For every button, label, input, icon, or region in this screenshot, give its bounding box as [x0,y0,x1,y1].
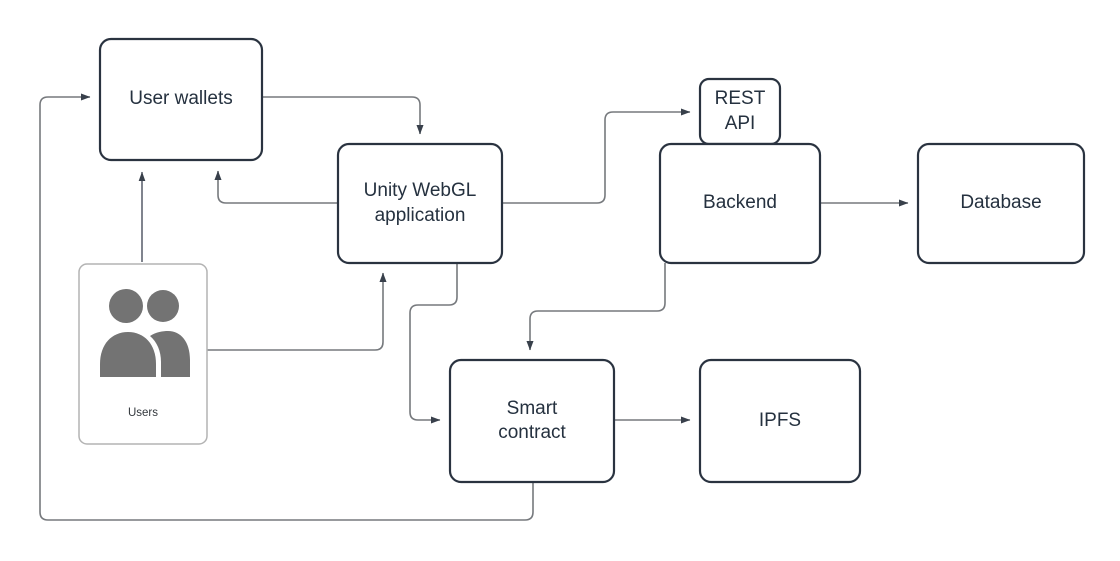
edge-smart-contract-to-user-wallets [39,93,534,521]
node-rest-api[interactable] [698,77,782,146]
users-group-icon [100,289,190,377]
node-backend[interactable] [658,142,822,265]
edge-unity-to-rest-api [502,108,691,204]
edge-unity-to-user-wallets [214,170,338,204]
node-user-wallets[interactable] [98,37,264,162]
edge-backend-to-smart-contract [526,263,666,351]
node-users[interactable] [78,263,208,445]
edge-users-to-unity [207,272,387,351]
node-ipfs[interactable] [698,358,862,484]
edge-unity-to-smart-contract [409,263,458,424]
node-database[interactable] [916,142,1086,265]
node-smart-contract[interactable] [448,358,616,484]
edge-user-wallets-to-unity [262,96,424,135]
node-unity-webgl-application[interactable] [336,142,504,265]
